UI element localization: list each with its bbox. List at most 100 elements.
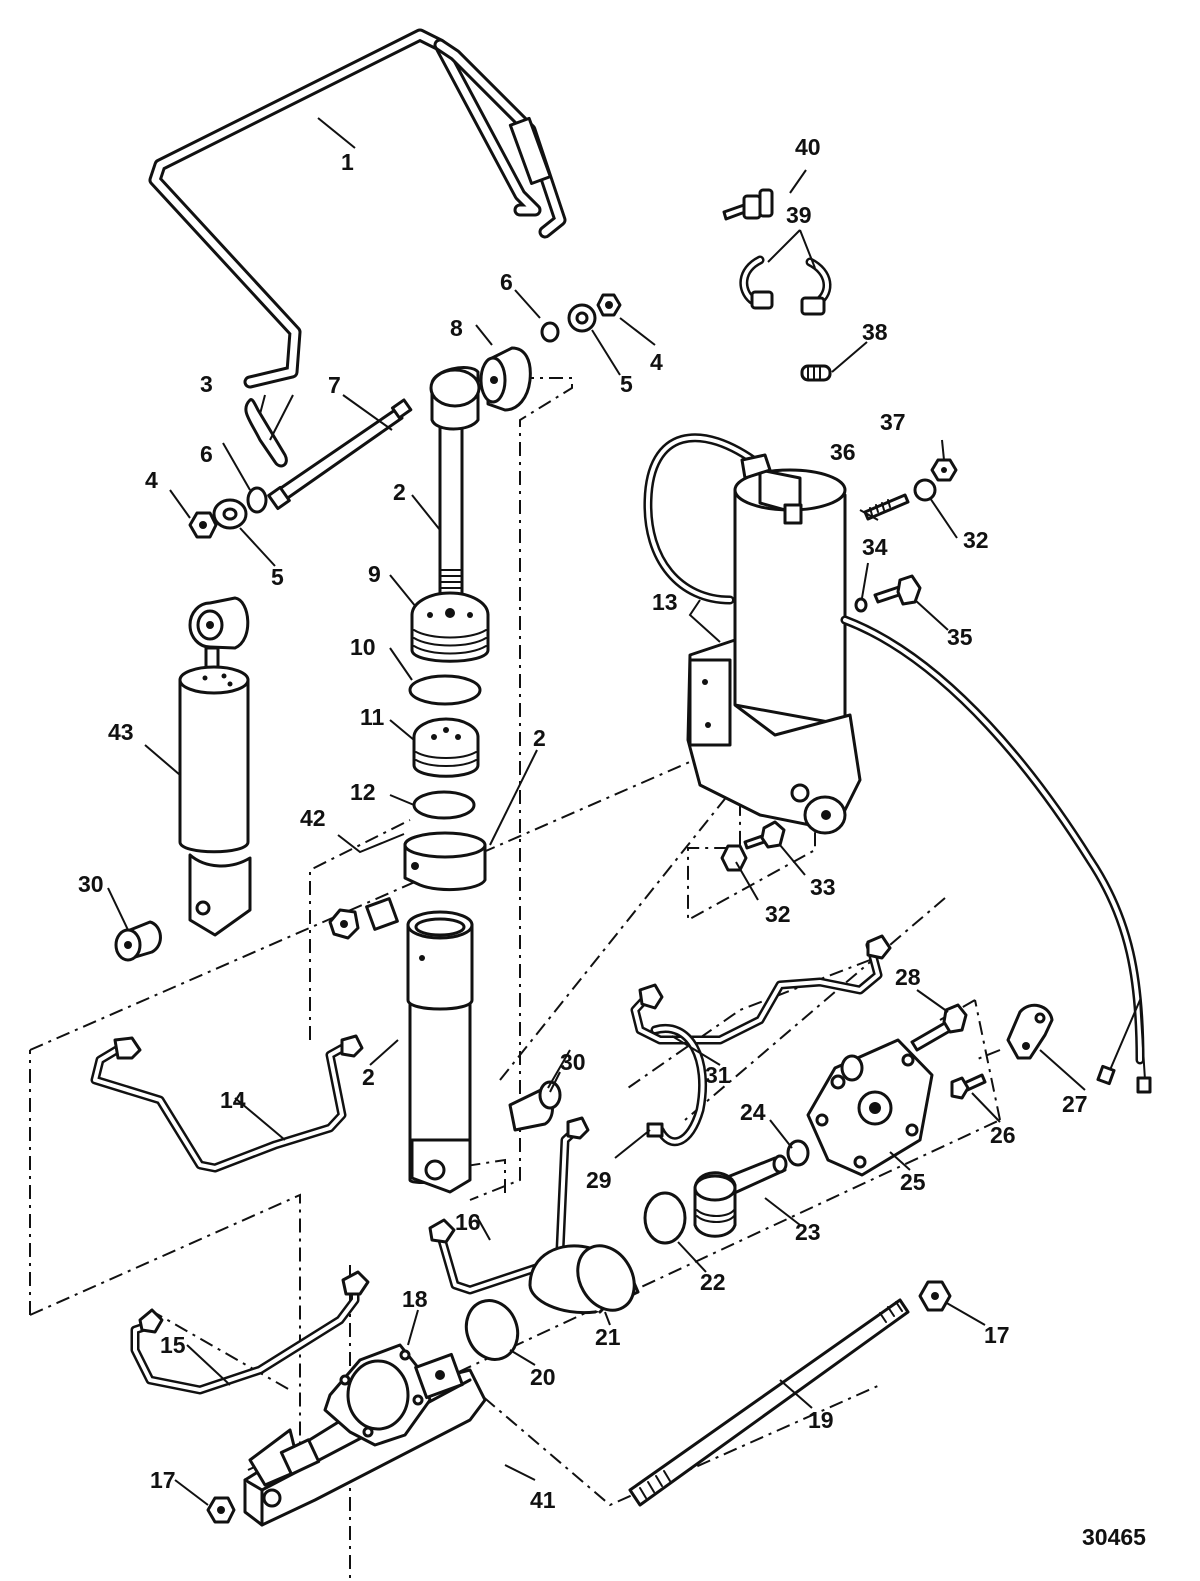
callout-29: 29 xyxy=(586,1167,612,1193)
o-ring-part-22 xyxy=(643,1191,687,1245)
callout-23: 23 xyxy=(795,1219,821,1245)
nut-part-4-right xyxy=(596,293,622,317)
o-ring-part-12 xyxy=(412,790,476,820)
callout-38: 38 xyxy=(862,319,888,345)
callout-32: 32 xyxy=(963,527,989,553)
nut-part-17-left xyxy=(206,1496,236,1524)
callout-24: 24 xyxy=(740,1099,766,1125)
bolt-part-28 xyxy=(910,1003,968,1052)
callout-26: 26 xyxy=(990,1122,1016,1148)
callout-8: 8 xyxy=(450,315,463,341)
callout-40: 40 xyxy=(795,134,821,160)
pump-motor-part-13 xyxy=(643,433,1152,1094)
bolt-part-33 xyxy=(743,820,786,850)
callout-13: 13 xyxy=(652,589,678,615)
o-ring-part-10 xyxy=(408,674,482,706)
callout-17: 17 xyxy=(984,1322,1010,1348)
snap-ring-part-29 xyxy=(646,1024,708,1146)
fitting-part-30-center xyxy=(508,1080,562,1132)
washer-part-6-left xyxy=(246,486,268,514)
pivot-pin-part-7 xyxy=(267,398,413,511)
end-cap-part-9 xyxy=(410,591,490,663)
callout-14: 14 xyxy=(220,1087,246,1113)
assembly-dash-lines xyxy=(29,377,1001,1581)
tie-rod-part-19 xyxy=(628,1298,910,1507)
hydraulic-line-part-31 xyxy=(630,934,892,1045)
callout-6: 6 xyxy=(200,441,213,467)
washer-part-32-top xyxy=(913,478,937,502)
figure-number: 30465 xyxy=(1082,1524,1146,1550)
callout-15: 15 xyxy=(160,1332,186,1358)
clamp-part-27 xyxy=(1006,1003,1054,1060)
cylinder-body-part-2 xyxy=(406,910,474,1194)
callout-39: 39 xyxy=(786,202,812,228)
pump-base-part-18 xyxy=(243,1343,487,1527)
callout-5: 5 xyxy=(620,371,633,397)
bracket-part-42 xyxy=(328,831,487,940)
end-plate-part-25 xyxy=(806,1038,934,1177)
callout-41: 41 xyxy=(530,1487,556,1513)
screw-part-26 xyxy=(950,1073,987,1100)
washer-part-5-right xyxy=(567,303,597,333)
callout-17: 17 xyxy=(150,1467,176,1493)
callout-4: 4 xyxy=(650,349,663,375)
callout-37: 37 xyxy=(880,409,906,435)
bushing-part-8 xyxy=(479,346,532,412)
cotter-pin-part-3 xyxy=(244,398,288,468)
callout-labels: 1 2 2 2 3 4 4 5 5 6 6 7 8 9 10 11 12 13 … xyxy=(78,134,1146,1550)
callout-9: 9 xyxy=(368,561,381,587)
callout-3: 3 xyxy=(200,371,213,397)
o-ring-part-20 xyxy=(464,1299,520,1361)
nut-part-4-left xyxy=(188,511,218,539)
callout-2: 2 xyxy=(362,1064,375,1090)
sleeve-part-21 xyxy=(528,1244,640,1315)
callout-2: 2 xyxy=(393,479,406,505)
callout-43: 43 xyxy=(108,719,134,745)
bolt-part-35 xyxy=(873,574,922,606)
hydraulic-line-part-16 xyxy=(428,1116,590,1295)
spring-part-38 xyxy=(800,364,832,382)
nut-part-17-right xyxy=(918,1280,952,1312)
callout-4: 4 xyxy=(145,467,158,493)
callout-31: 31 xyxy=(705,1062,731,1088)
bushing-part-30-left xyxy=(114,920,162,962)
vent-tube-part-1 xyxy=(148,28,567,389)
callout-42: 42 xyxy=(300,805,326,831)
seal-part-24 xyxy=(786,1139,810,1167)
callout-18: 18 xyxy=(402,1286,428,1312)
callout-22: 22 xyxy=(700,1269,726,1295)
trim-rod-part-2 xyxy=(429,366,481,597)
callout-10: 10 xyxy=(350,634,376,660)
callout-12: 12 xyxy=(350,779,376,805)
callout-20: 20 xyxy=(530,1364,556,1390)
callout-33: 33 xyxy=(810,874,836,900)
stud-part-36 xyxy=(863,493,910,521)
callout-21: 21 xyxy=(595,1324,621,1350)
callout-11: 11 xyxy=(360,704,385,730)
callout-16: 16 xyxy=(455,1209,481,1235)
washer-part-32-bottom xyxy=(720,844,748,872)
washer-part-6-right xyxy=(540,321,560,343)
washer-part-34 xyxy=(854,597,868,613)
callout-34: 34 xyxy=(862,534,888,560)
callout-36: 36 xyxy=(830,439,856,465)
piston-part-11 xyxy=(412,717,480,778)
callout-7: 7 xyxy=(328,372,341,398)
callout-19: 19 xyxy=(808,1407,834,1433)
shock-absorber-part-43 xyxy=(178,596,252,937)
callout-28: 28 xyxy=(895,964,921,990)
callout-30: 30 xyxy=(560,1049,586,1075)
nut-part-37 xyxy=(930,458,958,482)
callout-5: 5 xyxy=(271,564,284,590)
hydraulic-line-part-15 xyxy=(130,1270,370,1395)
washer-part-5-left xyxy=(212,498,248,530)
hydraulic-line-part-14 xyxy=(90,1034,364,1173)
callout-6: 6 xyxy=(500,269,513,295)
callout-25: 25 xyxy=(900,1169,926,1195)
leader-lines xyxy=(107,117,1086,1506)
callout-35: 35 xyxy=(947,624,973,650)
callout-1: 1 xyxy=(341,149,354,175)
callout-32: 32 xyxy=(765,901,791,927)
